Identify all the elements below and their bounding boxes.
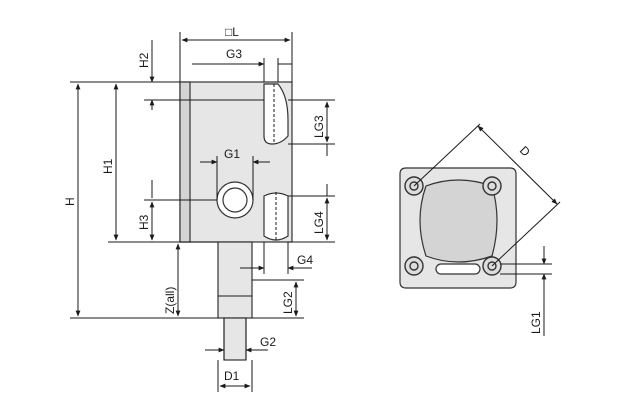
- h2-label: H2: [137, 52, 151, 68]
- d-ext-top: [413, 123, 481, 187]
- h1-label: H1: [101, 158, 115, 174]
- stem: [217, 241, 253, 319]
- g1-port-inner: [222, 187, 248, 213]
- g4-label: G4: [297, 253, 313, 267]
- lg2-label: LG2: [281, 291, 295, 314]
- body-shade-left: [179, 81, 191, 243]
- front-dimensions: □L G3 H2 H H1 H3 G1: [63, 25, 335, 392]
- lg3-label: LG3: [312, 115, 326, 138]
- bolt-top-right-inner: [487, 181, 497, 191]
- stem-tip: [223, 317, 247, 361]
- z-label: Z(all): [163, 287, 177, 314]
- g3-bore: [263, 83, 289, 145]
- d-ext-bottom: [491, 201, 561, 267]
- d-dimension-line: [477, 125, 558, 205]
- slot: [435, 263, 481, 275]
- top-view: [399, 167, 517, 289]
- lg4-label: LG4: [312, 211, 326, 234]
- g3-top-label: G3: [226, 47, 242, 61]
- h-label: H: [63, 197, 77, 206]
- g4-bore: [263, 192, 289, 241]
- d-label: D: [517, 143, 533, 159]
- d1-label: D1: [224, 369, 240, 383]
- bolt-bottom-left-inner: [409, 261, 419, 271]
- g1-label: G1: [224, 147, 240, 161]
- lg1-label: LG1: [529, 311, 543, 334]
- l-label: □L: [225, 25, 239, 39]
- h3-label: H3: [137, 214, 151, 230]
- top-dimensions: D LG1: [413, 123, 561, 336]
- g2-label: G2: [260, 335, 276, 349]
